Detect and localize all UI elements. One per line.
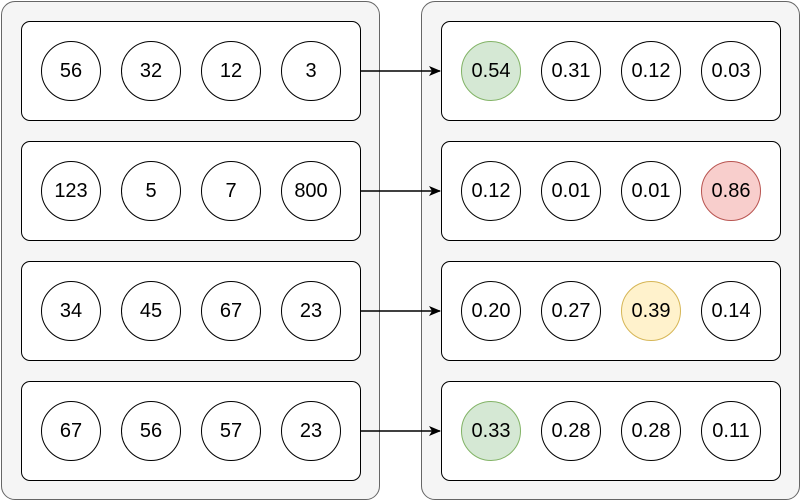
input-value-node: 7 — [201, 161, 261, 221]
output-value-node: 0.31 — [541, 41, 601, 101]
input-value-node: 56 — [41, 41, 101, 101]
input-value-node: 123 — [41, 161, 101, 221]
output-value-node: 0.03 — [701, 41, 761, 101]
input-value-node: 32 — [121, 41, 181, 101]
output-value-node: 0.28 — [621, 401, 681, 461]
output-row-1: 0.54 0.31 0.12 0.03 — [441, 21, 781, 121]
input-value-node: 23 — [281, 281, 341, 341]
output-value-node: 0.14 — [701, 281, 761, 341]
input-value-node: 67 — [201, 281, 261, 341]
output-value-node: 0.01 — [621, 161, 681, 221]
input-row-1: 56 32 12 3 — [21, 21, 361, 121]
output-value-node: 0.12 — [621, 41, 681, 101]
input-value-node: 5 — [121, 161, 181, 221]
output-value-node: 0.20 — [461, 281, 521, 341]
output-row-3: 0.20 0.27 0.39 0.14 — [441, 261, 781, 361]
input-value-node: 56 — [121, 401, 181, 461]
input-value-node: 67 — [41, 401, 101, 461]
output-value-node: 0.28 — [541, 401, 601, 461]
output-value-node: 0.01 — [541, 161, 601, 221]
input-value-node: 800 — [281, 161, 341, 221]
output-value-node: 0.86 — [701, 161, 761, 221]
output-value-node: 0.27 — [541, 281, 601, 341]
input-value-node: 23 — [281, 401, 341, 461]
output-value-node: 0.33 — [461, 401, 521, 461]
input-value-node: 34 — [41, 281, 101, 341]
output-value-node: 0.12 — [461, 161, 521, 221]
input-row-3: 34 45 67 23 — [21, 261, 361, 361]
input-value-node: 57 — [201, 401, 261, 461]
input-value-node: 12 — [201, 41, 261, 101]
input-row-4: 67 56 57 23 — [21, 381, 361, 481]
input-value-node: 3 — [281, 41, 341, 101]
input-value-node: 45 — [121, 281, 181, 341]
output-row-2: 0.12 0.01 0.01 0.86 — [441, 141, 781, 241]
output-row-4: 0.33 0.28 0.28 0.11 — [441, 381, 781, 481]
output-value-node: 0.54 — [461, 41, 521, 101]
output-value-node: 0.39 — [621, 281, 681, 341]
output-value-node: 0.11 — [701, 401, 761, 461]
